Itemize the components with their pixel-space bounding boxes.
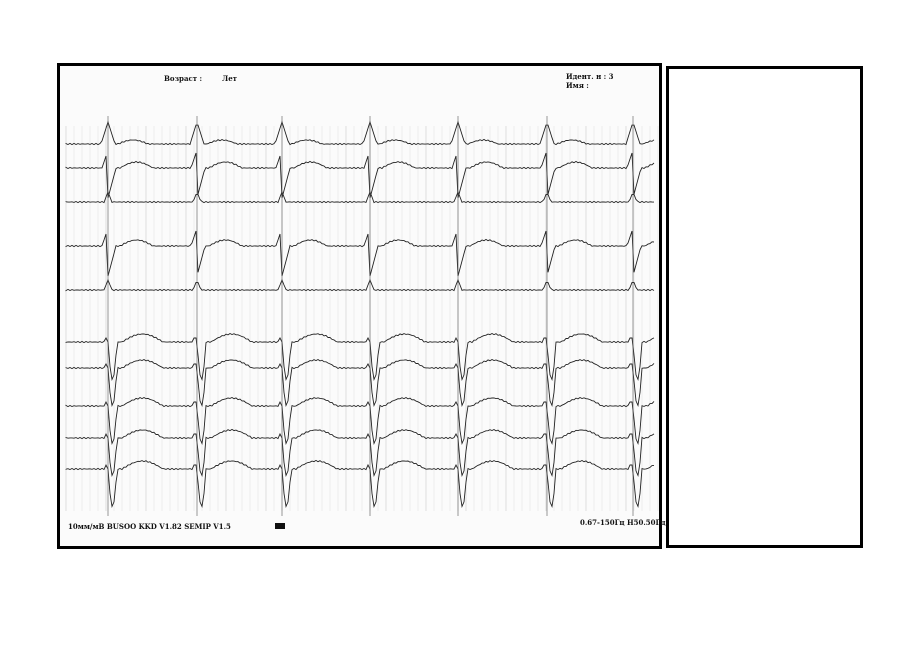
blank-side-panel bbox=[666, 66, 863, 548]
patient-name-label: Имя : bbox=[566, 81, 589, 90]
ecg-lead-trace bbox=[65, 428, 655, 477]
ecg-printout: Возраст : Лет Идент. н : 3 Имя : 10мм/мВ… bbox=[57, 63, 666, 549]
patient-id: Идент. н : 3 bbox=[566, 72, 614, 81]
ecg-lead-trace bbox=[65, 230, 655, 277]
ecg-lead-trace bbox=[65, 358, 655, 407]
ecg-lead-trace bbox=[65, 459, 655, 508]
age-unit: Лет bbox=[222, 74, 237, 83]
ecg-lead-trace bbox=[65, 332, 655, 381]
ecg-lead-trace bbox=[65, 152, 655, 199]
ecg-lead-trace bbox=[65, 278, 655, 292]
ecg-lead-trace bbox=[65, 120, 655, 146]
filter-settings: 0.67-150Гц Н50.50Гц bbox=[580, 518, 666, 527]
ecg-lead-trace bbox=[65, 190, 655, 204]
age-label: Возраст : bbox=[164, 74, 203, 83]
ecg-traces bbox=[65, 116, 659, 516]
calibration-marker bbox=[275, 523, 285, 529]
ecg-lead-trace bbox=[65, 396, 655, 445]
recording-settings: 10мм/мВ BUSOO KKD V1.82 SEMIP V1.5 bbox=[68, 522, 231, 531]
